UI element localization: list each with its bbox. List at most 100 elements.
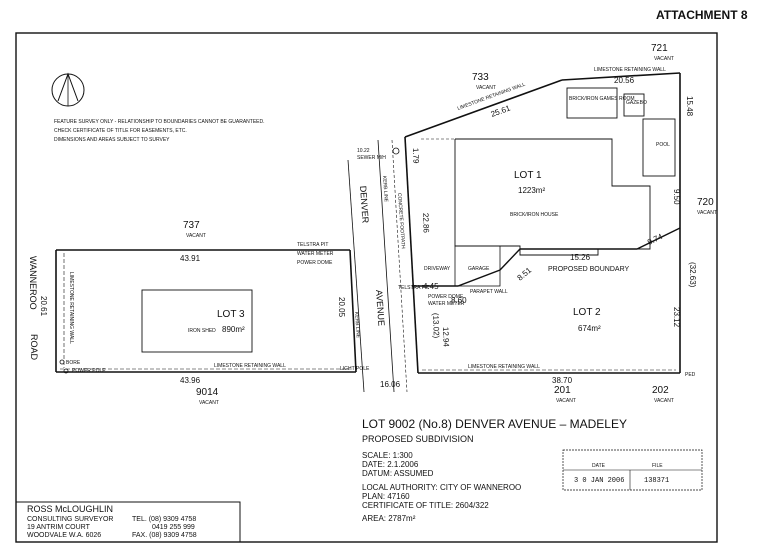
surveyor-box	[15, 501, 241, 543]
label-games-room: BRICK/IRON GAMES ROOM	[569, 96, 635, 102]
gazebo-outline	[623, 93, 645, 117]
label-water-meter: WATER METER	[297, 251, 334, 257]
boundary-north-721	[561, 72, 681, 81]
label-pool: POOL	[656, 142, 670, 148]
label-wall-lot3-west: LIMESTONE RETAINING WALL	[68, 272, 74, 344]
garage-outline	[454, 245, 501, 287]
dim-43-91: 43.91	[180, 254, 201, 263]
dim-9-74: 9.74	[646, 232, 664, 247]
pool-outline	[642, 118, 676, 177]
note-line-2: CHECK CERTIFICATE OF TITLE FOR EASEMENTS…	[54, 128, 187, 134]
north-arrow-icon	[51, 72, 85, 107]
dim-12-94: 12.94	[441, 327, 451, 348]
lot737-status: VACANT	[186, 233, 206, 239]
plan-date: DATE: 2.1.2006	[362, 460, 419, 469]
lot720-status: VACANT	[697, 210, 717, 216]
label-sewer-mh: SEWER M/H	[357, 155, 386, 161]
label-light-pole: LIGHT POLE	[340, 366, 370, 372]
plan-authority: LOCAL AUTHORITY: CITY OF WANNEROO	[362, 483, 521, 492]
note-line-1: FEATURE SURVEY ONLY - RELATIONSHIP TO BO…	[54, 119, 265, 125]
lot2-name: LOT 2	[573, 307, 601, 318]
label-power-dome-2: POWER DOME	[428, 294, 464, 300]
label-kerb-line-north: KERB LINE	[381, 176, 389, 203]
dim-22-86: 22.86	[421, 213, 431, 234]
bore-icon	[59, 359, 65, 365]
dim-1-79: 1.79	[411, 148, 421, 164]
note-line-3: DIMENSIONS AND AREAS SUBJECT TO SURVEY	[54, 137, 170, 143]
lot202-number: 202	[652, 385, 669, 396]
dim-8-51: 8.51	[516, 265, 534, 282]
label-power-pole: POWER POLE	[72, 368, 106, 374]
lot733-number: 733	[472, 72, 489, 83]
dim-20-56: 20.56	[614, 76, 635, 85]
dim-20-05: 20.05	[337, 297, 346, 318]
lot721-number: 721	[651, 43, 668, 54]
lot3-name: LOT 3	[217, 309, 245, 320]
label-wall-lot3-south: LIMESTONE RETAINING WALL	[214, 363, 286, 369]
dim-32-63: (32.63)	[688, 262, 697, 288]
stamp-head-date: DATE	[592, 463, 606, 469]
lot201-status: VACANT	[556, 398, 576, 404]
dim-23-12: 23.12	[672, 307, 681, 328]
footpath-line	[391, 139, 408, 393]
surveyor-mobile: 0419 255 999	[152, 524, 195, 531]
label-proposed-boundary: PROPOSED BOUNDARY	[548, 266, 629, 273]
proposed-boundary-line	[412, 227, 681, 287]
games-room-outline	[566, 87, 618, 119]
dim-4-45: 4.45	[423, 282, 439, 291]
plan-datum: DATUM: ASSUMED	[362, 469, 434, 478]
plan-subtitle: PROPOSED SUBDIVISION	[362, 434, 474, 444]
kerb-line-east	[377, 139, 395, 393]
label-driveway: DRIVEWAY	[424, 266, 451, 272]
dim-20-61: 20.61	[39, 296, 48, 317]
iron-shed-outline	[141, 289, 253, 353]
road-name-denver: DENVER	[358, 185, 371, 224]
surveyor-name: ROSS McLOUGHLIN	[27, 504, 113, 514]
dim-8-60: 8.60	[451, 296, 467, 305]
boundary-lot3-east	[349, 249, 357, 373]
stamp-file: 138371	[644, 477, 669, 485]
sewer-manhole-icon	[392, 147, 400, 155]
road-name-wanneroo: WANNEROO	[28, 256, 38, 310]
label-footpath: CONCRETE FOOTPATH	[396, 193, 406, 250]
label-ped: PED	[685, 372, 696, 378]
dim-38-70: 38.70	[552, 376, 573, 385]
boundary-frontage-east	[404, 136, 419, 374]
surveyor-address-2: WOODVALE W.A. 6026	[27, 532, 101, 539]
label-iron-shed: IRON SHED	[188, 328, 216, 334]
label-telstra-pit-2: TELSTRA PIT	[398, 285, 429, 291]
boundary-north	[404, 79, 563, 138]
plan-certificate: CERTIFICATE OF TITLE: 2604/322	[362, 501, 489, 510]
label-sewer-rl: 10.22	[357, 148, 370, 154]
label-house: BRICK/IRON HOUSE	[510, 212, 559, 218]
attachment-label: ATTACHMENT 8	[656, 8, 748, 22]
lot202-status: VACANT	[654, 398, 674, 404]
power-pole-icon	[63, 368, 69, 374]
road-name-road: ROAD	[29, 334, 39, 361]
dim-13-02: (13.02)	[431, 313, 441, 339]
lot737-number: 737	[183, 220, 200, 231]
label-parapet: PARAPET WALL	[470, 289, 508, 295]
road-name-avenue: AVENUE	[374, 289, 387, 326]
label-kerb-line-south: KERB LINE	[353, 312, 361, 339]
dim-9-50: 9.50	[672, 189, 681, 205]
plan-scale: SCALE: 1:300	[362, 451, 413, 460]
lot1-area: 1223m²	[518, 186, 545, 195]
dim-15-26: 15.26	[570, 253, 591, 262]
surveyor-fax: FAX. (08) 9309 4758	[132, 532, 197, 539]
plan-area: AREA: 2787m²	[362, 514, 416, 523]
label-water-meter-2: WATER METER	[428, 301, 465, 307]
label-wall-lot2: LIMESTONE RETAINING WALL	[468, 364, 540, 370]
lot721-status: VACANT	[654, 56, 674, 62]
received-stamp: DATE FILE 3 0 JAN 2006 138371	[562, 449, 703, 491]
label-gazebo: GAZEBO	[626, 100, 647, 106]
kerb-line-west	[347, 159, 365, 393]
lot733-status: VACANT	[476, 85, 496, 91]
stamp-head-file: FILE	[652, 463, 663, 469]
dim-43-96: 43.96	[180, 376, 201, 385]
lot3-area: 890m²	[222, 325, 245, 334]
plan-number: PLAN: 47160	[362, 492, 410, 501]
lot2-area: 674m²	[578, 324, 601, 333]
label-power-dome: POWER DOME	[297, 260, 333, 266]
